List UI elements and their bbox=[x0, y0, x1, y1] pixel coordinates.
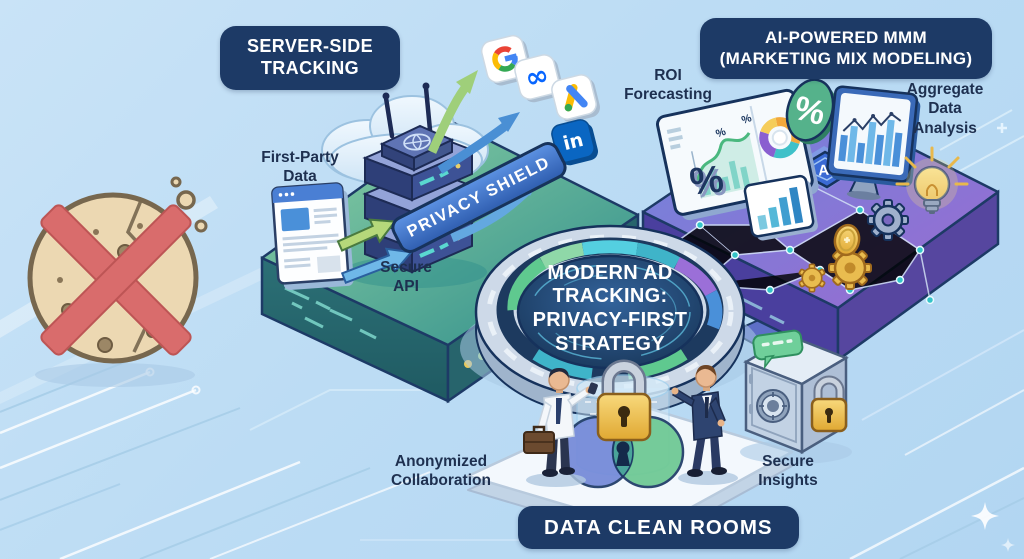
google-ads-icon bbox=[551, 74, 601, 123]
trend-line bbox=[696, 132, 751, 181]
navy-percent-icon: % % bbox=[688, 158, 729, 206]
data-flow-arrows bbox=[336, 70, 542, 284]
cookie-crumb bbox=[170, 176, 182, 188]
roi-forecasting-label: ROI Forecasting bbox=[624, 67, 712, 104]
center-hub-title: MODERN AD TRACKING: PRIVACY-FIRST STRATE… bbox=[532, 261, 688, 355]
server-side-tracking-badge: SERVER-SIDE TRACKING bbox=[220, 26, 400, 90]
arrow-to-meta bbox=[437, 120, 511, 174]
arrow-green bbox=[336, 218, 397, 252]
cookie-crumb bbox=[194, 219, 208, 233]
globe-icon bbox=[403, 133, 431, 151]
center-hub-platform bbox=[460, 224, 760, 417]
gold-coin-icon bbox=[833, 223, 861, 257]
data-clean-rooms-badge: DATA CLEAN ROOMS bbox=[518, 506, 799, 549]
gear-icon-gold bbox=[828, 246, 872, 290]
hub-inner-line bbox=[543, 274, 677, 350]
hub-tick-ring bbox=[486, 234, 734, 390]
hair bbox=[549, 368, 569, 378]
hub-inner-line bbox=[529, 264, 691, 360]
anonymized-collaboration-label: Anonymized Collaboration bbox=[391, 453, 491, 490]
hair bbox=[696, 365, 716, 376]
ad-platform-icons: ∞ in bbox=[480, 34, 601, 166]
secure-api-label: Secure API bbox=[380, 259, 432, 296]
green-tag-icon bbox=[752, 329, 804, 370]
ai-powered-mmm-badge: AI-POWERED MMM (MARKETING MIX MODELING) bbox=[700, 18, 992, 80]
green-percent-icon: % bbox=[785, 78, 838, 145]
aggregate-data-analysis-label: Aggregate Data Analysis bbox=[906, 81, 984, 137]
cookie-crumb bbox=[176, 190, 196, 210]
red-x-icon bbox=[40, 204, 192, 356]
bar-chart-monitor-icon bbox=[826, 85, 921, 200]
router-icon bbox=[379, 82, 455, 172]
briefcase-icon bbox=[523, 425, 555, 454]
cookie-specks bbox=[57, 223, 143, 283]
safe-dial-icon bbox=[756, 389, 790, 423]
area-fill bbox=[697, 132, 761, 199]
browser-window-icon bbox=[271, 182, 354, 290]
percent-marker: % bbox=[740, 112, 754, 127]
phone bbox=[587, 382, 598, 395]
arrow-head bbox=[498, 112, 520, 132]
first-party-data-label: First-Party Data bbox=[261, 149, 339, 186]
arrow-head bbox=[456, 70, 478, 94]
lightbulb-icon bbox=[895, 146, 969, 214]
sparkle-icon bbox=[971, 502, 1015, 552]
businessman-left bbox=[523, 368, 598, 487]
svg-text:%: % bbox=[688, 158, 726, 203]
tie bbox=[556, 398, 562, 424]
gear-icon-gold-small bbox=[798, 263, 826, 293]
gear-icon-gray bbox=[867, 199, 909, 241]
secure-insights-label: Secure Insights bbox=[758, 453, 818, 490]
keyhole-icon bbox=[616, 441, 630, 466]
tie bbox=[705, 397, 709, 418]
cookie-shadow bbox=[35, 363, 195, 387]
linkedin-icon: in bbox=[551, 119, 599, 166]
monitor-bars bbox=[838, 119, 903, 168]
safe-vault-icon bbox=[740, 329, 852, 464]
bar-chart-panel-icon bbox=[743, 174, 818, 241]
safe-padlock-icon bbox=[810, 375, 848, 433]
businessman-right bbox=[671, 365, 738, 485]
padlock-icon bbox=[596, 359, 652, 442]
arrow-blue bbox=[340, 247, 414, 284]
svg-text:%: % bbox=[691, 161, 729, 206]
blocked-cookie-illustration bbox=[27, 176, 208, 387]
percent-marker: % bbox=[714, 126, 728, 141]
